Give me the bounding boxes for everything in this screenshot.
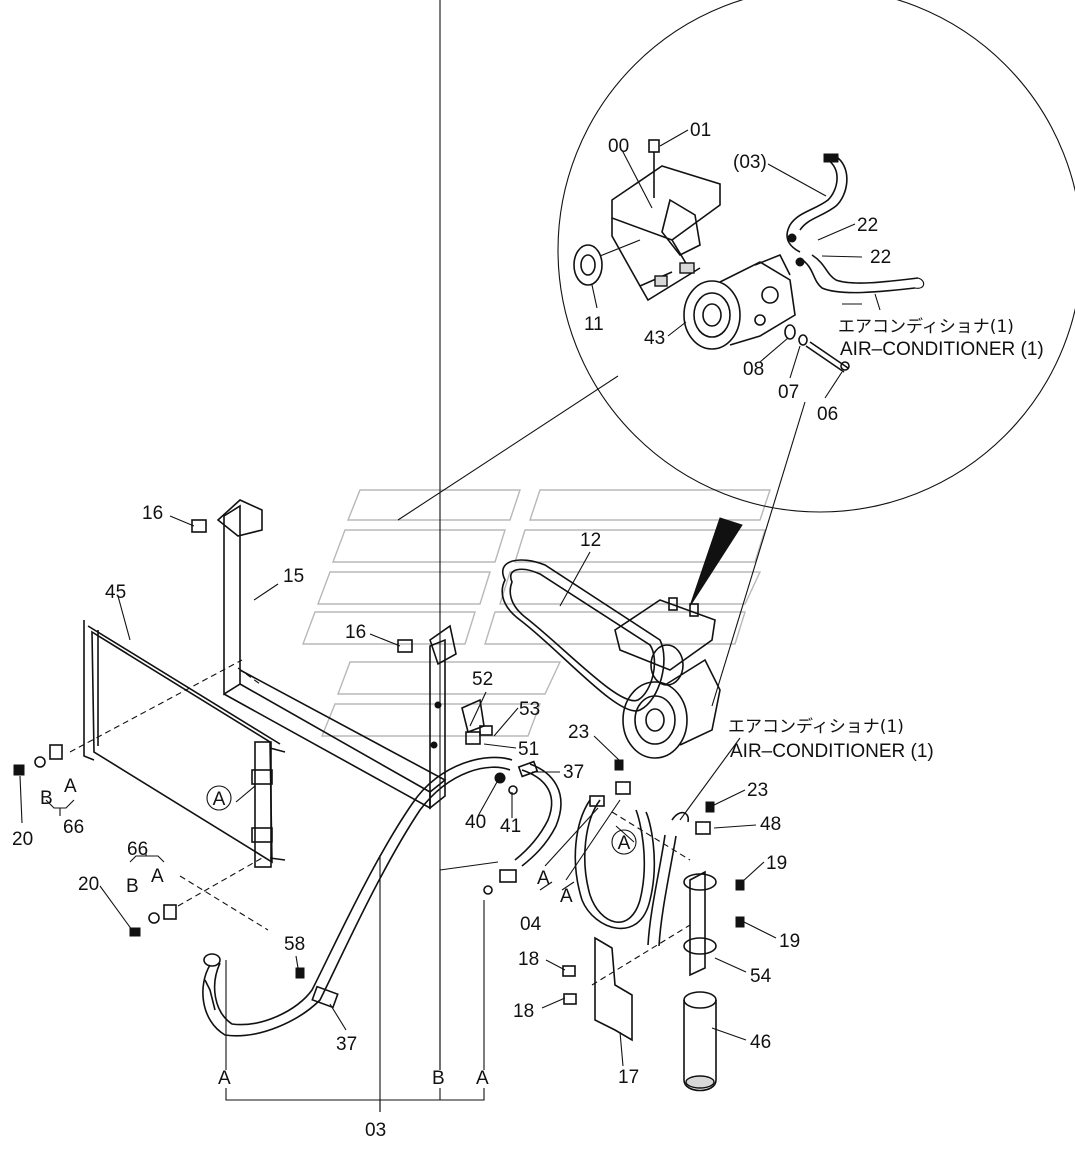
- callout-37-b: 37: [336, 1034, 357, 1055]
- callout-03: 03: [365, 1120, 386, 1141]
- callout-bottom-b: B: [432, 1068, 445, 1089]
- callout-46: 46: [750, 1032, 771, 1053]
- bracket-17: [562, 936, 633, 1042]
- belt-tensioner-06: [805, 341, 850, 373]
- hose-04: [574, 781, 690, 947]
- callout-37-a: 37: [563, 762, 584, 783]
- frame-15: [216, 499, 457, 810]
- callout-16-b: 16: [345, 622, 366, 643]
- notes: エアコンディショナ(1) AIR–CONDITIONER (1) エアコンディシ…: [728, 316, 1044, 762]
- hose-03: [202, 756, 562, 1037]
- detail-view: [397, 0, 1075, 707]
- bolt-01: [648, 139, 660, 198]
- callout-bottom-a-2: A: [476, 1068, 489, 1089]
- callout-16-a: 16: [142, 503, 163, 524]
- watermark: [301, 489, 771, 737]
- callout-04-a-1: A: [537, 868, 550, 889]
- callout-17: 17: [618, 1067, 639, 1088]
- callout-labels: 00 01 (03) 22 22 11 43 08 07 06 16 15 45…: [12, 120, 891, 1141]
- belt-12: [501, 559, 665, 712]
- callout-bottom-a-1: A: [218, 1068, 231, 1089]
- pulley-11: [573, 239, 641, 286]
- callout-54: 54: [750, 966, 772, 987]
- marker-label: A: [213, 789, 226, 810]
- marker-a-hose: A: [611, 829, 637, 855]
- detail-note-jp: エアコンディショナ(1): [838, 316, 1014, 337]
- mount-bracket-52: [430, 698, 493, 749]
- callout-a-a: A: [64, 776, 77, 797]
- callout-11: 11: [584, 314, 604, 335]
- callout-20-b: 20: [78, 874, 99, 895]
- fasteners: [13, 744, 745, 979]
- callout-23-a: 23: [568, 722, 589, 743]
- callout-08: 08: [743, 359, 764, 380]
- callout-03-detail: (03): [733, 152, 767, 173]
- callout-52: 52: [472, 669, 493, 690]
- bolt-16-a: [191, 519, 207, 533]
- bolt-16-b: [397, 639, 413, 653]
- main-note-jp: エアコンディショナ(1): [728, 716, 904, 737]
- callout-19-b: 19: [779, 931, 800, 952]
- callout-66-a: 66: [63, 817, 84, 838]
- callout-43: 43: [644, 328, 665, 349]
- callout-15: 15: [283, 566, 304, 587]
- callout-41: 41: [500, 816, 521, 837]
- callout-23-b: 23: [747, 780, 768, 801]
- callout-22-b: 22: [870, 247, 891, 268]
- callout-04: 04: [520, 914, 542, 935]
- callout-b-a: B: [40, 788, 53, 809]
- hose-03-detail: [786, 153, 925, 294]
- callout-b-b: B: [126, 876, 139, 897]
- grouping-brackets: [45, 799, 575, 1112]
- callout-00: 00: [608, 136, 629, 157]
- callout-66-b: 66: [127, 839, 148, 860]
- marker-a-condenser: A: [206, 785, 232, 811]
- compressor-bracket-detail: [611, 165, 721, 302]
- callout-58: 58: [284, 934, 305, 955]
- main-note-en: AIR–CONDITIONER (1): [730, 741, 934, 762]
- condenser-45: [83, 620, 286, 868]
- callout-40: 40: [465, 812, 486, 833]
- leader-lines: [19, 0, 862, 1112]
- marker-label: A: [618, 833, 631, 854]
- callout-51: 51: [518, 739, 539, 760]
- callout-04-a-2: A: [560, 886, 573, 907]
- guide-lines: [69, 659, 691, 986]
- callout-01: 01: [690, 120, 711, 141]
- callout-a-b: A: [151, 866, 164, 887]
- callout-19-a: 19: [766, 853, 787, 874]
- callout-20-a: 20: [12, 829, 33, 850]
- callout-53: 53: [519, 699, 540, 720]
- callout-22-a: 22: [857, 215, 878, 236]
- callout-18-b: 18: [513, 1001, 534, 1022]
- callout-45: 45: [105, 582, 126, 603]
- callout-48: 48: [760, 814, 781, 835]
- detail-pointer-arrow: [689, 517, 743, 607]
- callout-12: 12: [580, 530, 601, 551]
- compressor-43: [683, 253, 796, 350]
- receiver-drier-46: [683, 821, 717, 1092]
- callout-18-a: 18: [518, 949, 539, 970]
- compressor-main: [614, 597, 721, 759]
- callout-06: 06: [817, 404, 838, 425]
- detail-note-en: AIR–CONDITIONER (1): [840, 339, 1044, 360]
- callout-07: 07: [778, 382, 799, 403]
